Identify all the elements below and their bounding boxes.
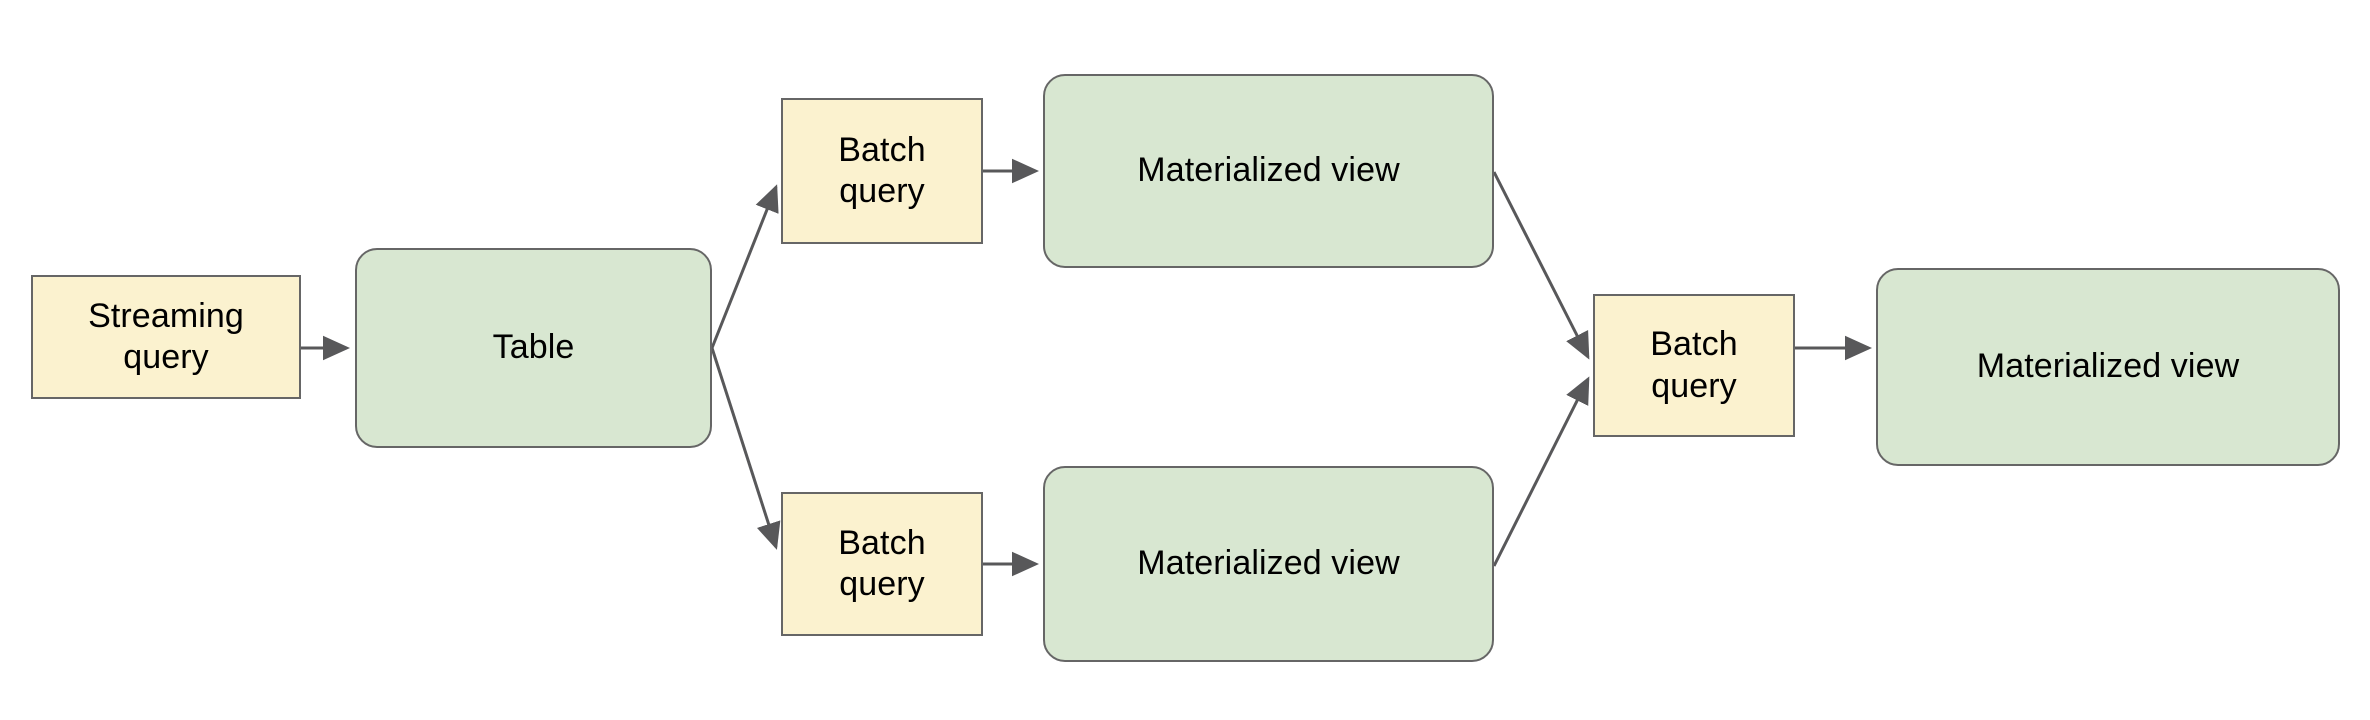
edge-materialized-view-top-to-batch-query-final [1492,171,1590,360]
node-batch-query-top-label: Batch query [838,130,926,210]
node-materialized-view-bottom[interactable]: Materialized view [1043,466,1494,662]
node-materialized-view-final[interactable]: Materialized view [1876,268,2340,466]
node-batch-query-top[interactable]: Batch query [781,98,983,244]
edge-table-to-batch-query-top [710,184,779,349]
edge-materialized-view-bottom-to-batch-query-final [1492,376,1590,567]
node-table[interactable]: Table [355,248,712,448]
node-batch-query-final[interactable]: Batch query [1593,294,1795,437]
node-materialized-view-top[interactable]: Materialized view [1043,74,1494,268]
node-table-label: Table [492,328,575,367]
node-streaming-query[interactable]: Streaming query [31,275,301,399]
node-batch-query-bottom[interactable]: Batch query [781,492,983,636]
node-materialized-view-bottom-label: Materialized view [1137,544,1400,583]
node-materialized-view-final-label: Materialized view [1976,347,2240,386]
node-materialized-view-top-label: Materialized view [1137,151,1400,190]
node-batch-query-final-label: Batch query [1650,325,1738,405]
node-batch-query-bottom-label: Batch query [838,523,926,603]
node-streaming-query-label: Streaming query [88,296,244,376]
edge-table-to-batch-query-bottom [710,347,781,550]
